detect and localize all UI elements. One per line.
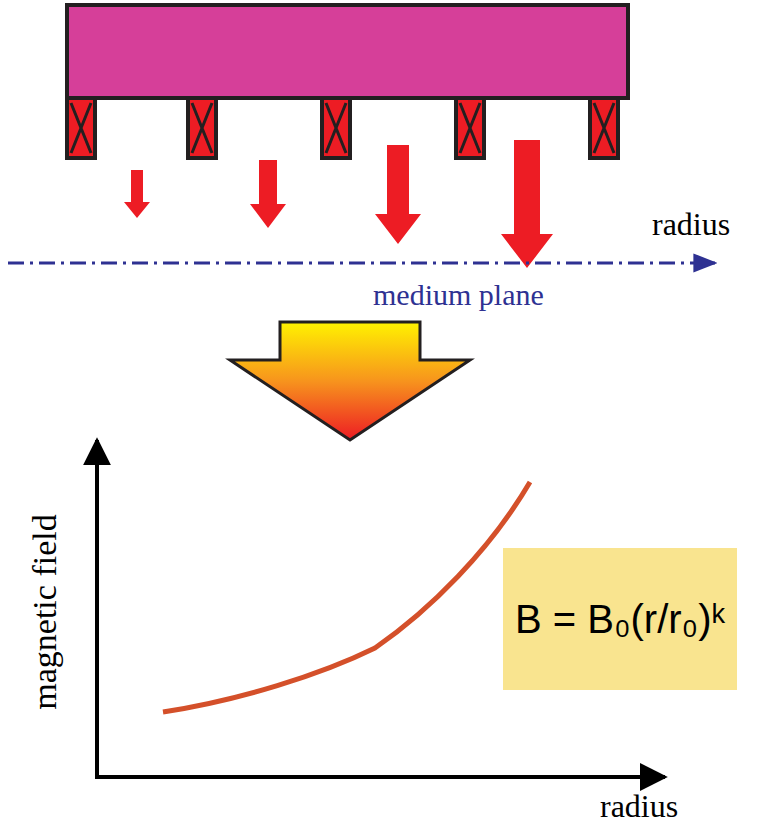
coil [322, 98, 350, 158]
coil [67, 98, 95, 158]
iron-yoke [67, 5, 628, 98]
plane-label: medium plane [373, 280, 544, 310]
field-arrow [501, 140, 553, 268]
y-axis [95, 440, 99, 777]
result-arrow [230, 322, 470, 440]
field-arrow [124, 170, 150, 218]
formula: B = B₀(r/r₀)ᵏ [515, 597, 725, 642]
coil [456, 98, 484, 158]
axis-label: magnetic field [28, 514, 62, 709]
medium-plane-axis [8, 262, 715, 265]
formula-box: B = B₀(r/r₀)ᵏ [503, 548, 737, 690]
field-arrows [124, 140, 553, 268]
field-arrow [250, 160, 286, 228]
axis-label: radius [600, 790, 678, 822]
field-arrow [375, 145, 421, 244]
coil [188, 98, 216, 158]
axis-label: radius [652, 208, 730, 240]
field-curve [163, 482, 530, 712]
coil [590, 98, 618, 158]
x-axis [95, 775, 665, 779]
